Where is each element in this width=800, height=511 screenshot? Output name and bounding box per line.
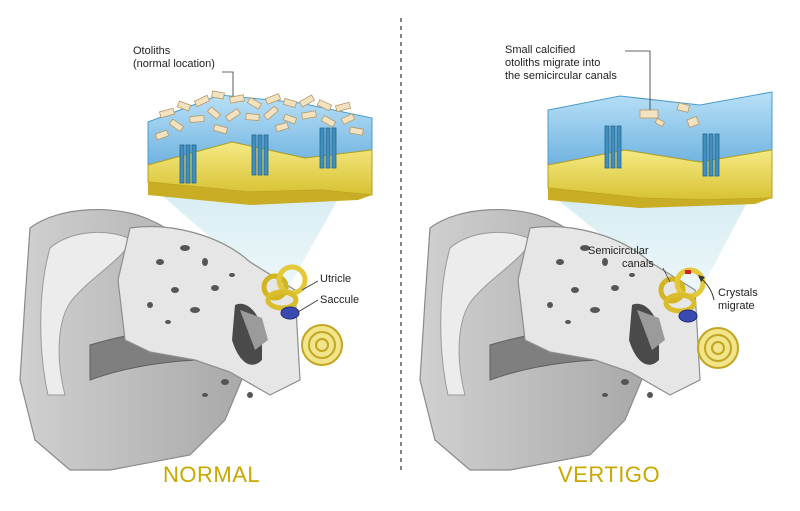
calcified-label-line3: the semicircular canals (505, 70, 617, 82)
ear-anatomy (19, 209, 301, 471)
crystals-label-line2: migrate (718, 300, 755, 312)
vertigo-panel (419, 50, 773, 471)
inner-ear-normal (261, 264, 343, 366)
otoliths-label-line1: Otoliths (133, 45, 171, 57)
hair-cells (179, 127, 337, 184)
utricle-leader (301, 280, 319, 291)
saccule (280, 306, 300, 320)
calcified-leader (625, 50, 651, 110)
normal-panel (19, 71, 373, 471)
otoliths-leader (222, 71, 234, 96)
normal-title: NORMAL (163, 462, 261, 487)
saccule (678, 309, 698, 323)
saccule-label: Saccule (320, 294, 360, 306)
inner-ear-vertigo (658, 267, 739, 369)
crystals-label-line1: Crystals (718, 287, 758, 299)
otolith-block-vertigo (547, 91, 773, 208)
semicircular-leader (662, 267, 671, 283)
otolith-crystals (154, 90, 364, 141)
arrow-head (698, 275, 705, 282)
otoliths-label-line2: (normal location) (133, 58, 215, 70)
saccule-leader (297, 299, 319, 313)
hair-cells (604, 125, 720, 177)
migrated-otoliths (639, 102, 700, 128)
semicircular-label-line2: canals (622, 258, 654, 270)
semicircular-label-line1: Semicircular (588, 245, 649, 257)
ear-anatomy (419, 209, 701, 471)
utricle-label: Utricle (320, 273, 352, 285)
migrated-crystal (685, 270, 691, 274)
otolith-block-normal (147, 90, 373, 205)
calcified-label-line2: otoliths migrate into (505, 57, 601, 69)
calcified-label-line1: Small calcified (505, 44, 576, 56)
vertigo-title: VERTIGO (558, 462, 661, 487)
